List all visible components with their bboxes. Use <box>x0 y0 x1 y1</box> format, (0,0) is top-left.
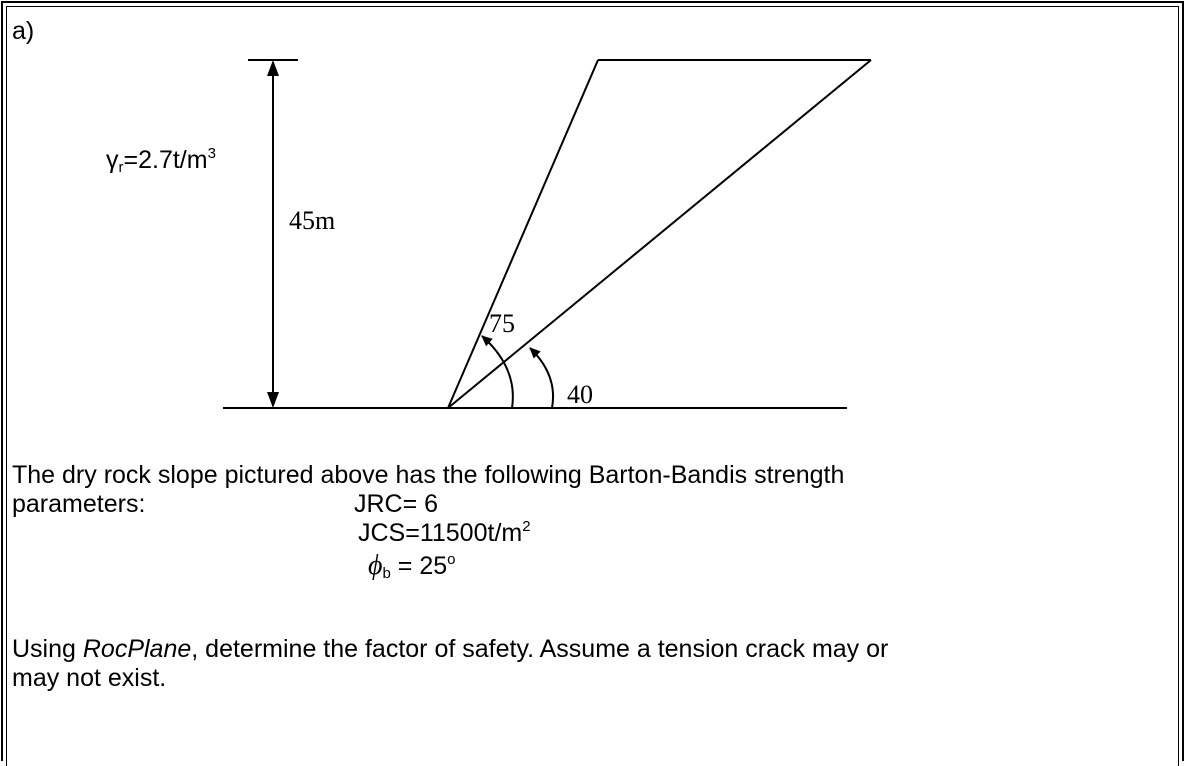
phi-value: = 25 <box>390 552 448 580</box>
height-arrow-up <box>267 60 279 76</box>
text-line-1: The dry rock slope pictured above has th… <box>12 461 845 489</box>
jcs-exponent: 2 <box>522 518 531 535</box>
face-angle-arc <box>481 335 514 409</box>
phi-subscript: b <box>382 565 391 582</box>
slope-face-line <box>447 59 599 409</box>
jcs-line: JCS=11500t/m2 <box>358 519 531 548</box>
density-exponent: 3 <box>207 145 216 162</box>
phi-degree: o <box>447 551 456 568</box>
height-arrow-down <box>267 392 279 408</box>
jcs-value: JCS=11500t/m <box>358 519 523 547</box>
plane-angle-arc <box>529 347 554 409</box>
phi-symbol: ϕ <box>368 550 383 581</box>
software-name: RocPlane <box>82 635 192 663</box>
failure-plane-line <box>447 59 872 409</box>
jrc-value: JRC= 6 <box>354 490 439 518</box>
density-subscript: r <box>118 159 124 176</box>
density-value: =2.7t/m <box>123 146 208 174</box>
gamma-symbol: γ <box>106 146 119 174</box>
instruction-line-2: may not exist. <box>12 664 167 692</box>
height-label: 45m <box>289 206 336 235</box>
parameters-label: parameters: <box>12 490 146 518</box>
part-label: a) <box>12 17 35 45</box>
plane-angle-label: 40 <box>567 380 593 409</box>
density-label: γr=2.7t/m3 <box>106 146 216 175</box>
instruction-post: , determine the factor of safety. Assume… <box>191 635 889 663</box>
instruction-line-1: Using RocPlane, determine the factor of … <box>12 635 888 664</box>
inner-border <box>6 6 1179 766</box>
instruction-pre: Using <box>12 635 83 663</box>
phi-line: ϕb = 25o <box>368 551 456 581</box>
face-angle-label: 75 <box>489 309 515 338</box>
